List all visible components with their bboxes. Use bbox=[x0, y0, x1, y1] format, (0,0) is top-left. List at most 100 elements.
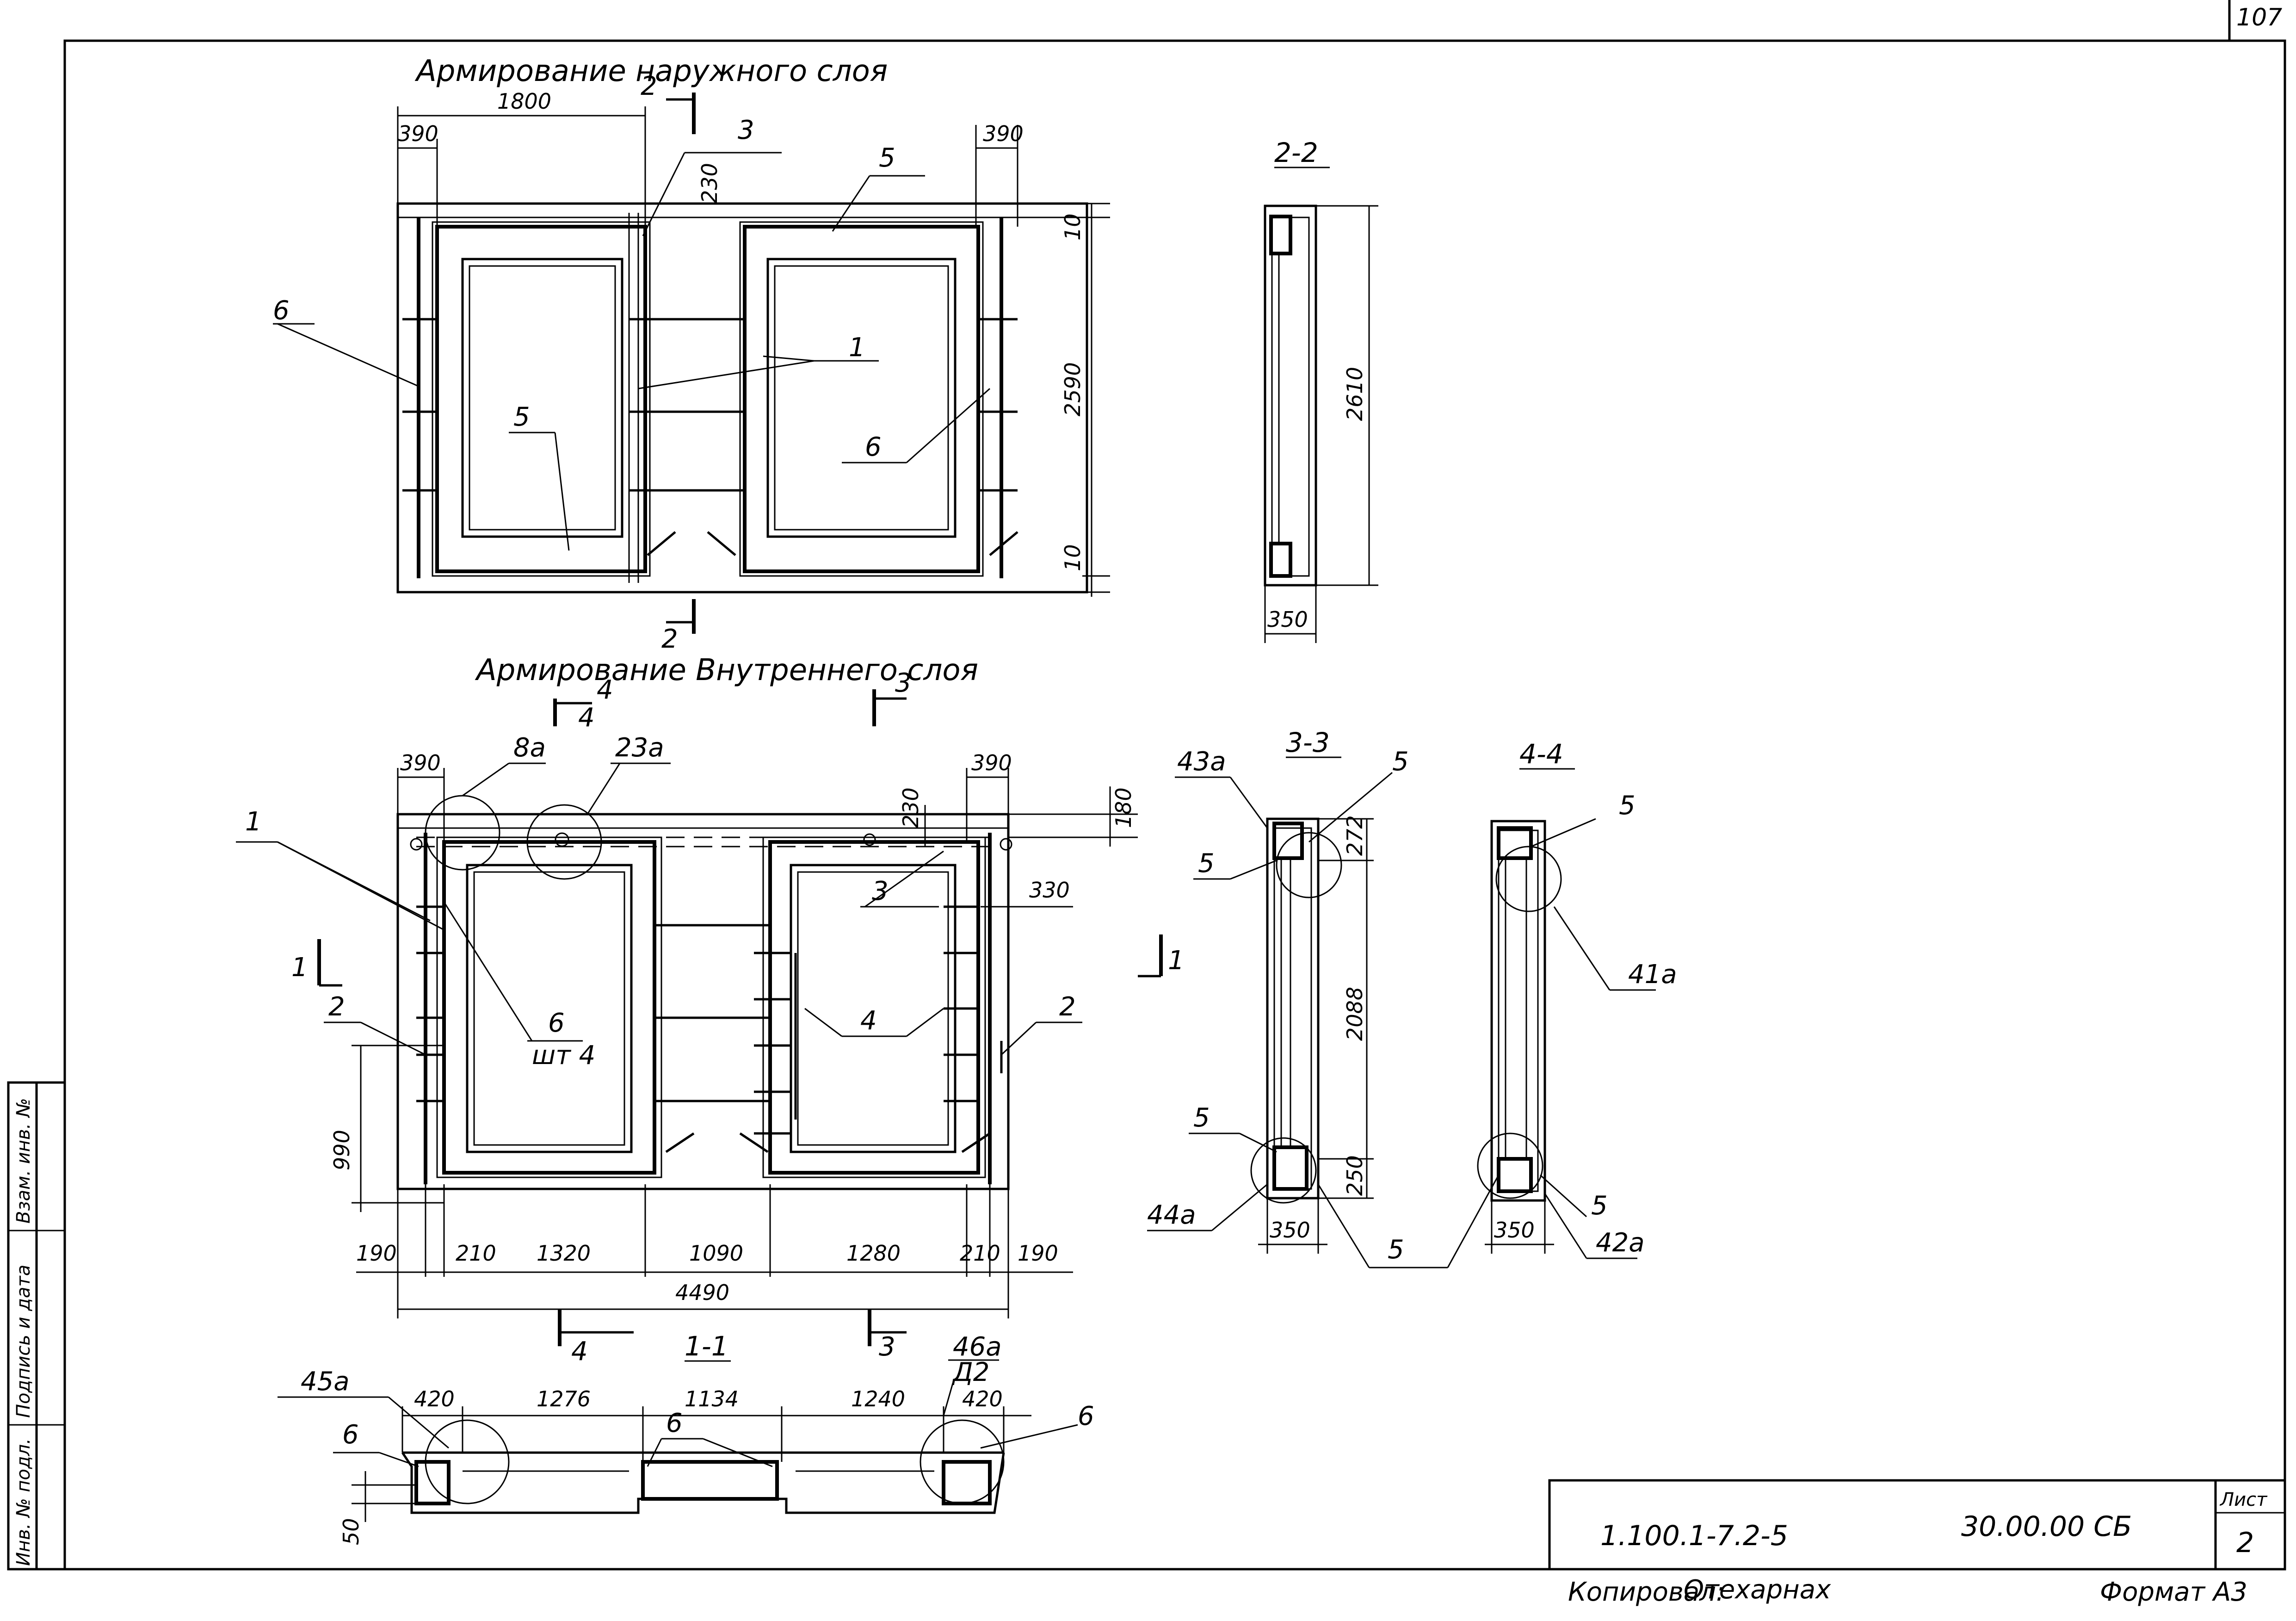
inner-mark-2b: 2 bbox=[1059, 992, 1076, 1022]
s11-mark-6c: 6 bbox=[1078, 1401, 1094, 1431]
inner-dim-180: 180 bbox=[1111, 787, 1136, 828]
s11-mark-6b: 6 bbox=[666, 1408, 683, 1438]
s11-dim-420b: 420 bbox=[962, 1386, 1003, 1411]
outer-cut-2-bot: 2 bbox=[661, 624, 678, 654]
view-section-4-4: 4-4 350 5 41а 5 42а bbox=[1477, 738, 1677, 1259]
footer-format: Формат А3 bbox=[2100, 1577, 2247, 1607]
footer-copied: Копировал: bbox=[1568, 1577, 1725, 1607]
stamp-sheet-label: Лист bbox=[2219, 1489, 2268, 1510]
inner-rods-mid bbox=[754, 952, 791, 1135]
inner-cut-1a: 1 bbox=[291, 953, 308, 983]
inner-dim-990: 990 bbox=[329, 1130, 354, 1170]
s44-mark-5a: 5 bbox=[1619, 791, 1636, 821]
inner-rods-left bbox=[416, 905, 444, 1102]
s44-mark-5b: 5 bbox=[1591, 1191, 1608, 1221]
s11-mark-46a: 46а bbox=[953, 1332, 1002, 1362]
outer-cut-2-top: 2 bbox=[641, 71, 657, 101]
outer-dim-1800: 1800 bbox=[497, 89, 551, 114]
outer-dim-2590: 2590 bbox=[1060, 362, 1085, 416]
s33-mark-5d: 5 bbox=[1388, 1235, 1404, 1265]
outer-mark-6b: 6 bbox=[865, 432, 882, 462]
inner-cut-4c: 4 bbox=[571, 1336, 588, 1367]
outer-title: Армирование наружного слоя bbox=[414, 54, 888, 88]
footer: Копировал: Отехарнах Формат А3 bbox=[1568, 1575, 2247, 1607]
outer-dim-10a: 10 bbox=[1060, 213, 1085, 241]
s11-mark-6a: 6 bbox=[342, 1420, 359, 1450]
s33-mark-44a: 44а bbox=[1147, 1200, 1196, 1230]
inner-dim-390a: 390 bbox=[400, 750, 441, 775]
s33-mark-5a: 5 bbox=[1198, 848, 1215, 879]
inner-dim-4490: 4490 bbox=[675, 1280, 729, 1305]
s22-dim-350: 350 bbox=[1267, 607, 1308, 632]
footer-copied-sign: Отехарнах bbox=[1684, 1575, 1831, 1605]
outer-dim-230: 230 bbox=[697, 163, 722, 204]
inner-rods-right bbox=[944, 905, 978, 1102]
s44-dim-350: 350 bbox=[1494, 1218, 1535, 1243]
s11-dim-50: 50 bbox=[339, 1518, 364, 1545]
inner-mark-23a: 23а bbox=[615, 733, 664, 763]
s33-dim-272: 272 bbox=[1342, 815, 1367, 856]
s33-mark-5c: 5 bbox=[1193, 1103, 1210, 1133]
outer-mark-6a: 6 bbox=[273, 296, 290, 326]
inner-dim-210b: 210 bbox=[960, 1241, 1000, 1266]
s33-mark-43a: 43а bbox=[1177, 747, 1226, 777]
inner-dim-210a: 210 bbox=[456, 1241, 496, 1266]
s33-title: 3-3 bbox=[1286, 727, 1330, 758]
inner-cut-4b: 4 bbox=[578, 703, 595, 733]
inner-mark-8a: 8а bbox=[513, 733, 546, 763]
inner-dim-190b: 190 bbox=[1018, 1241, 1058, 1266]
s11-mark-D2: Д2 bbox=[951, 1357, 989, 1387]
page-number: 107 bbox=[2236, 4, 2282, 31]
view-section-1-1: 1-1 420 1276 1134 1240 420 50 45а 6 bbox=[278, 1330, 1094, 1545]
inner-dim-190a: 190 bbox=[356, 1241, 397, 1266]
s44-title: 4-4 bbox=[1519, 738, 1563, 770]
side-stamp: Инв. № подл. Подпись и дата Взам. инв. № bbox=[7, 1081, 66, 1571]
view-inner-layer: Армирование Внутреннего слоя bbox=[236, 653, 1185, 1367]
view-section-3-3: 3-3 272 2088 250 350 43а 5 5 5 44а bbox=[1147, 727, 1500, 1268]
s44-mark-42a: 42а bbox=[1596, 1228, 1645, 1258]
inner-mark-1: 1 bbox=[245, 807, 262, 837]
inner-mark-3: 3 bbox=[872, 876, 889, 906]
outer-dim-10b: 10 bbox=[1060, 544, 1085, 571]
title-block: 1.100.1-7.2-5 30.00.00 СБ Лист 2 bbox=[1548, 1479, 2286, 1571]
side-vzam-inv: Взам. инв. № bbox=[13, 1098, 34, 1224]
inner-mark-4: 4 bbox=[860, 1006, 877, 1036]
outer-mark-3: 3 bbox=[738, 115, 754, 145]
s11-dim-1240: 1240 bbox=[851, 1386, 905, 1411]
s11-dim-1276: 1276 bbox=[537, 1386, 591, 1411]
sheet-frame: 107 bbox=[63, 0, 2286, 1571]
inner-mark-2a: 2 bbox=[328, 992, 345, 1022]
inner-dim-390b: 390 bbox=[971, 750, 1012, 775]
inner-cut-4a: 4 bbox=[597, 675, 613, 705]
s11-title: 1-1 bbox=[685, 1330, 728, 1362]
inner-dim-1320: 1320 bbox=[537, 1241, 591, 1266]
s33-dim-250: 250 bbox=[1342, 1155, 1367, 1196]
inner-title: Армирование Внутреннего слоя bbox=[475, 653, 978, 687]
inner-cut-3: 3 bbox=[895, 668, 912, 698]
inner-mark-6: 6 bbox=[548, 1008, 565, 1038]
stamp-sheet-value: 2 bbox=[2236, 1527, 2254, 1559]
outer-mark-1: 1 bbox=[849, 333, 865, 363]
side-inv-podl: Инв. № подл. bbox=[13, 1438, 34, 1566]
s33-dim-2088: 2088 bbox=[1342, 987, 1367, 1041]
inner-dim-1280: 1280 bbox=[846, 1241, 901, 1266]
side-podpis-data: Подпись и дата bbox=[13, 1265, 34, 1418]
s11-dim-420a: 420 bbox=[414, 1386, 455, 1411]
inner-dim-330: 330 bbox=[1029, 878, 1070, 903]
outer-dim-390a: 390 bbox=[398, 121, 438, 146]
stamp-code: 1.100.1-7.2-5 bbox=[1600, 1520, 1788, 1552]
inner-cut-1b: 1 bbox=[1168, 946, 1185, 976]
outer-mark-5a: 5 bbox=[879, 143, 895, 173]
stamp-number: 30.00.00 СБ bbox=[1961, 1510, 2132, 1543]
s33-mark-5b: 5 bbox=[1392, 747, 1409, 777]
outer-mark-5b: 5 bbox=[513, 402, 530, 432]
view-outer-layer: Армирование наружного слоя bbox=[273, 54, 1110, 654]
inner-mark-6-count: шт 4 bbox=[532, 1040, 595, 1070]
s22-dim-2610: 2610 bbox=[1342, 367, 1367, 421]
s22-title: 2-2 bbox=[1274, 137, 1318, 168]
inner-dim-1090: 1090 bbox=[689, 1241, 743, 1266]
s33-dim-350: 350 bbox=[1270, 1218, 1310, 1243]
inner-cut-3b: 3 bbox=[879, 1332, 895, 1362]
s11-mark-45a: 45а bbox=[301, 1367, 350, 1397]
